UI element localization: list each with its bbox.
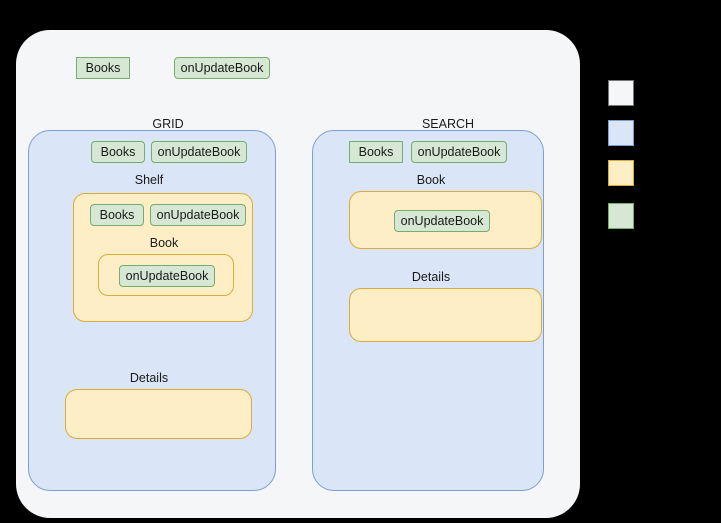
component-search-book[interactable]: onUpdateBook [349, 191, 542, 249]
chip-root-books[interactable]: Books [76, 57, 130, 79]
caption-search: SEARCH [421, 117, 475, 131]
chip-grid-book-onupdatebook[interactable]: onUpdateBook [119, 265, 215, 287]
legend-swatch-prop [608, 203, 634, 229]
chip-search-book-onupdatebook[interactable]: onUpdateBook [394, 210, 490, 232]
legend-swatch-component [608, 160, 634, 186]
chip-grid-books[interactable]: Books [91, 141, 145, 163]
caption-grid-book: Book [149, 236, 179, 250]
caption-search-details: Details [411, 270, 451, 284]
component-grid-book[interactable]: onUpdateBook [98, 254, 234, 296]
chip-search-onupdatebook[interactable]: onUpdateBook [411, 141, 507, 163]
component-shelf[interactable]: Books onUpdateBook Book onUpdateBook [73, 193, 253, 322]
caption-grid-details: Details [129, 371, 169, 385]
chip-root-onupdatebook[interactable]: onUpdateBook [174, 57, 270, 79]
chip-search-books[interactable]: Books [349, 141, 403, 163]
chip-grid-onupdatebook[interactable]: onUpdateBook [151, 141, 247, 163]
legend-swatch-container [608, 120, 634, 146]
chip-shelf-onupdatebook[interactable]: onUpdateBook [150, 204, 246, 226]
caption-shelf: Shelf [134, 173, 164, 187]
legend-swatch-app-panel [608, 80, 634, 106]
chip-shelf-books[interactable]: Books [90, 204, 144, 226]
container-search[interactable]: Books onUpdateBook Book onUpdateBook Det… [312, 130, 544, 491]
caption-search-book: Book [416, 173, 446, 187]
app-root-panel: Books onUpdateBook GRID Books onUpdateBo… [16, 30, 580, 518]
component-grid-details[interactable] [65, 389, 252, 439]
container-grid[interactable]: Books onUpdateBook Shelf Books onUpdateB… [28, 130, 276, 491]
component-search-details[interactable] [349, 288, 542, 342]
caption-grid: GRID [152, 117, 184, 131]
